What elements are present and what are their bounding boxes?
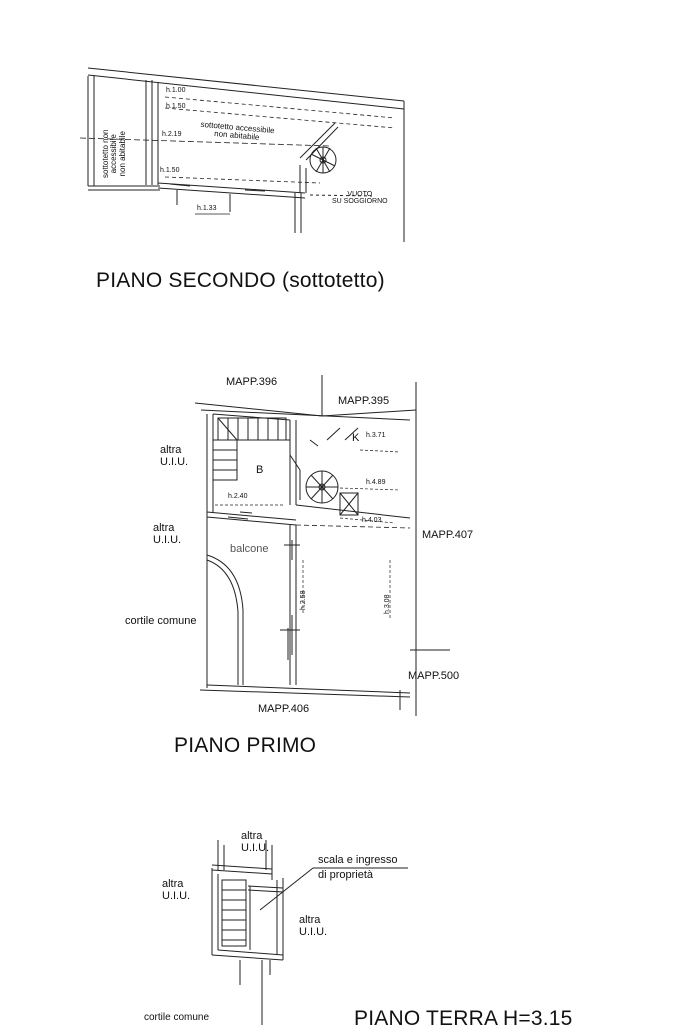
height-label: h.1.50 bbox=[160, 167, 180, 174]
void-label: VUOTO SU SOGGIORNO bbox=[332, 191, 388, 206]
courtyard-label: cortile comune bbox=[125, 615, 197, 627]
plan-terra-lines bbox=[211, 840, 408, 1025]
height-label: h.2.19 bbox=[162, 131, 182, 138]
room-sottotetto-non-accessibile: sottotetto non accessibile non abitabile bbox=[101, 129, 127, 178]
plan-primo-lines bbox=[194, 375, 450, 716]
parcel-label-500: MAPP.500 bbox=[408, 670, 460, 682]
parcel-label-395: MAPP.395 bbox=[338, 395, 390, 407]
height-label: h.1.50 bbox=[166, 103, 186, 110]
height-label: h.1.00 bbox=[166, 87, 186, 94]
height-label: h.2.58 bbox=[300, 590, 307, 610]
room-k-label: K bbox=[352, 432, 360, 444]
plan-secondo-lines bbox=[79, 67, 405, 242]
room-b-label: B bbox=[256, 464, 264, 476]
stair-entrance-label: scala e ingresso di proprietà bbox=[318, 854, 398, 881]
neighbor-unit-label: altra U.I.U. bbox=[299, 914, 328, 938]
parcel-label-406: MAPP.406 bbox=[258, 703, 310, 715]
neighbor-unit-label: altra U.I.U. bbox=[153, 522, 182, 546]
neighbor-unit-label: altra U.I.U. bbox=[160, 444, 189, 468]
height-label: h.4.03 bbox=[362, 517, 382, 524]
floor-title-primo: PIANO PRIMO bbox=[174, 734, 317, 757]
neighbor-unit-label: altra U.I.U. bbox=[162, 878, 191, 902]
balcony-label: balcone bbox=[230, 543, 269, 555]
height-label: h.4.89 bbox=[366, 479, 386, 486]
height-label: h.2.40 bbox=[228, 493, 248, 500]
parcel-label-407: MAPP.407 bbox=[422, 529, 474, 541]
courtyard-label: cortile comune bbox=[144, 1012, 210, 1023]
height-label: h.3.08 bbox=[384, 594, 391, 614]
floor-title-terra: PIANO TERRA H=3.15 bbox=[354, 1007, 573, 1030]
floor-title-secondo: PIANO SECONDO (sottotetto) bbox=[96, 269, 385, 292]
parcel-label-396: MAPP.396 bbox=[226, 376, 278, 388]
neighbor-unit-label: altra U.I.U. bbox=[241, 830, 270, 854]
height-label: h.3.71 bbox=[366, 432, 386, 439]
height-label: h.1.33 bbox=[197, 205, 217, 212]
